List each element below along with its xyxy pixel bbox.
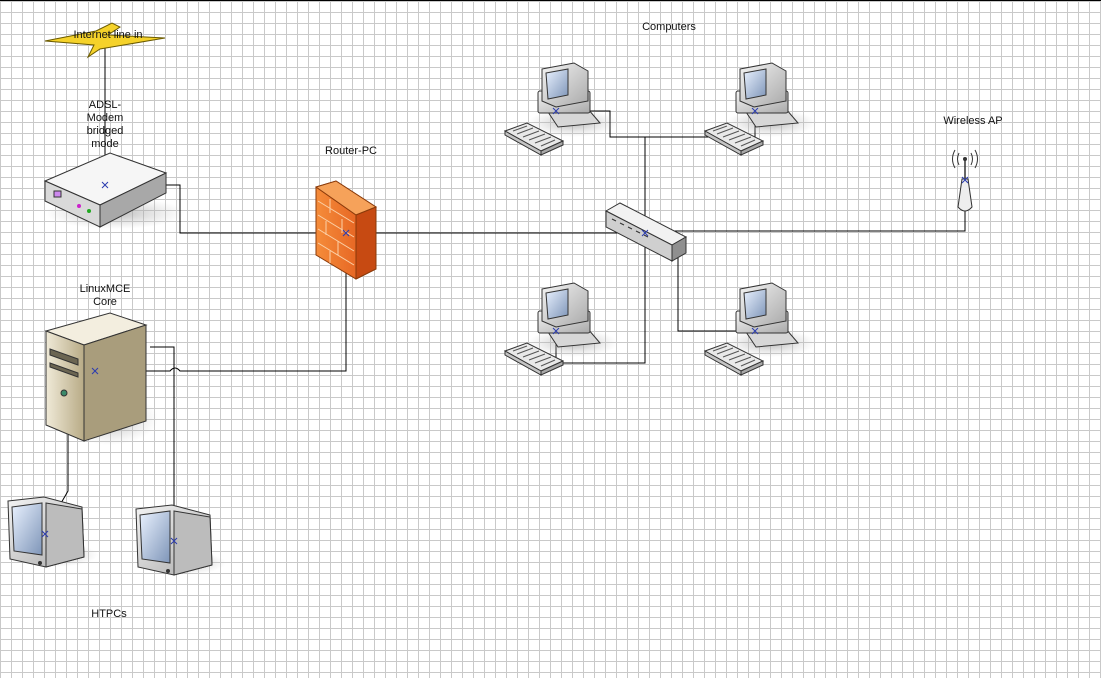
connections [44, 39, 966, 541]
line-switch-pc4 [677, 251, 755, 332]
modem-icon [43, 152, 185, 229]
line-router-core [95, 233, 347, 372]
linuxmce-core-server-icon [44, 312, 158, 445]
core-label: LinuxMCE Core [79, 283, 131, 308]
computer-2 [725, 62, 817, 138]
wireless-ap-label: Wireless AP [943, 115, 1003, 127]
switch-icon [604, 202, 688, 262]
modem-label: ADSL- Modem bridged mode [86, 99, 124, 150]
htpc-monitor-1 [7, 496, 99, 568]
line-core-htpc2 [150, 346, 175, 541]
internet-lightning-icon [44, 22, 166, 59]
computer-4 [725, 282, 817, 358]
line-switch-wireless [645, 181, 966, 232]
internet-label: Internet line in [73, 29, 143, 41]
computers-label: Computers [642, 21, 696, 33]
router-label: Router-PC [325, 145, 377, 157]
router-firewall-icon [314, 180, 378, 280]
htpc-monitor-2 [135, 504, 227, 576]
htpcs-label: HTPCs [91, 608, 127, 620]
connection-points [41, 107, 969, 545]
wireless-ap-icon [952, 149, 978, 212]
computer-1 [527, 62, 619, 138]
computer-3 [527, 282, 619, 358]
